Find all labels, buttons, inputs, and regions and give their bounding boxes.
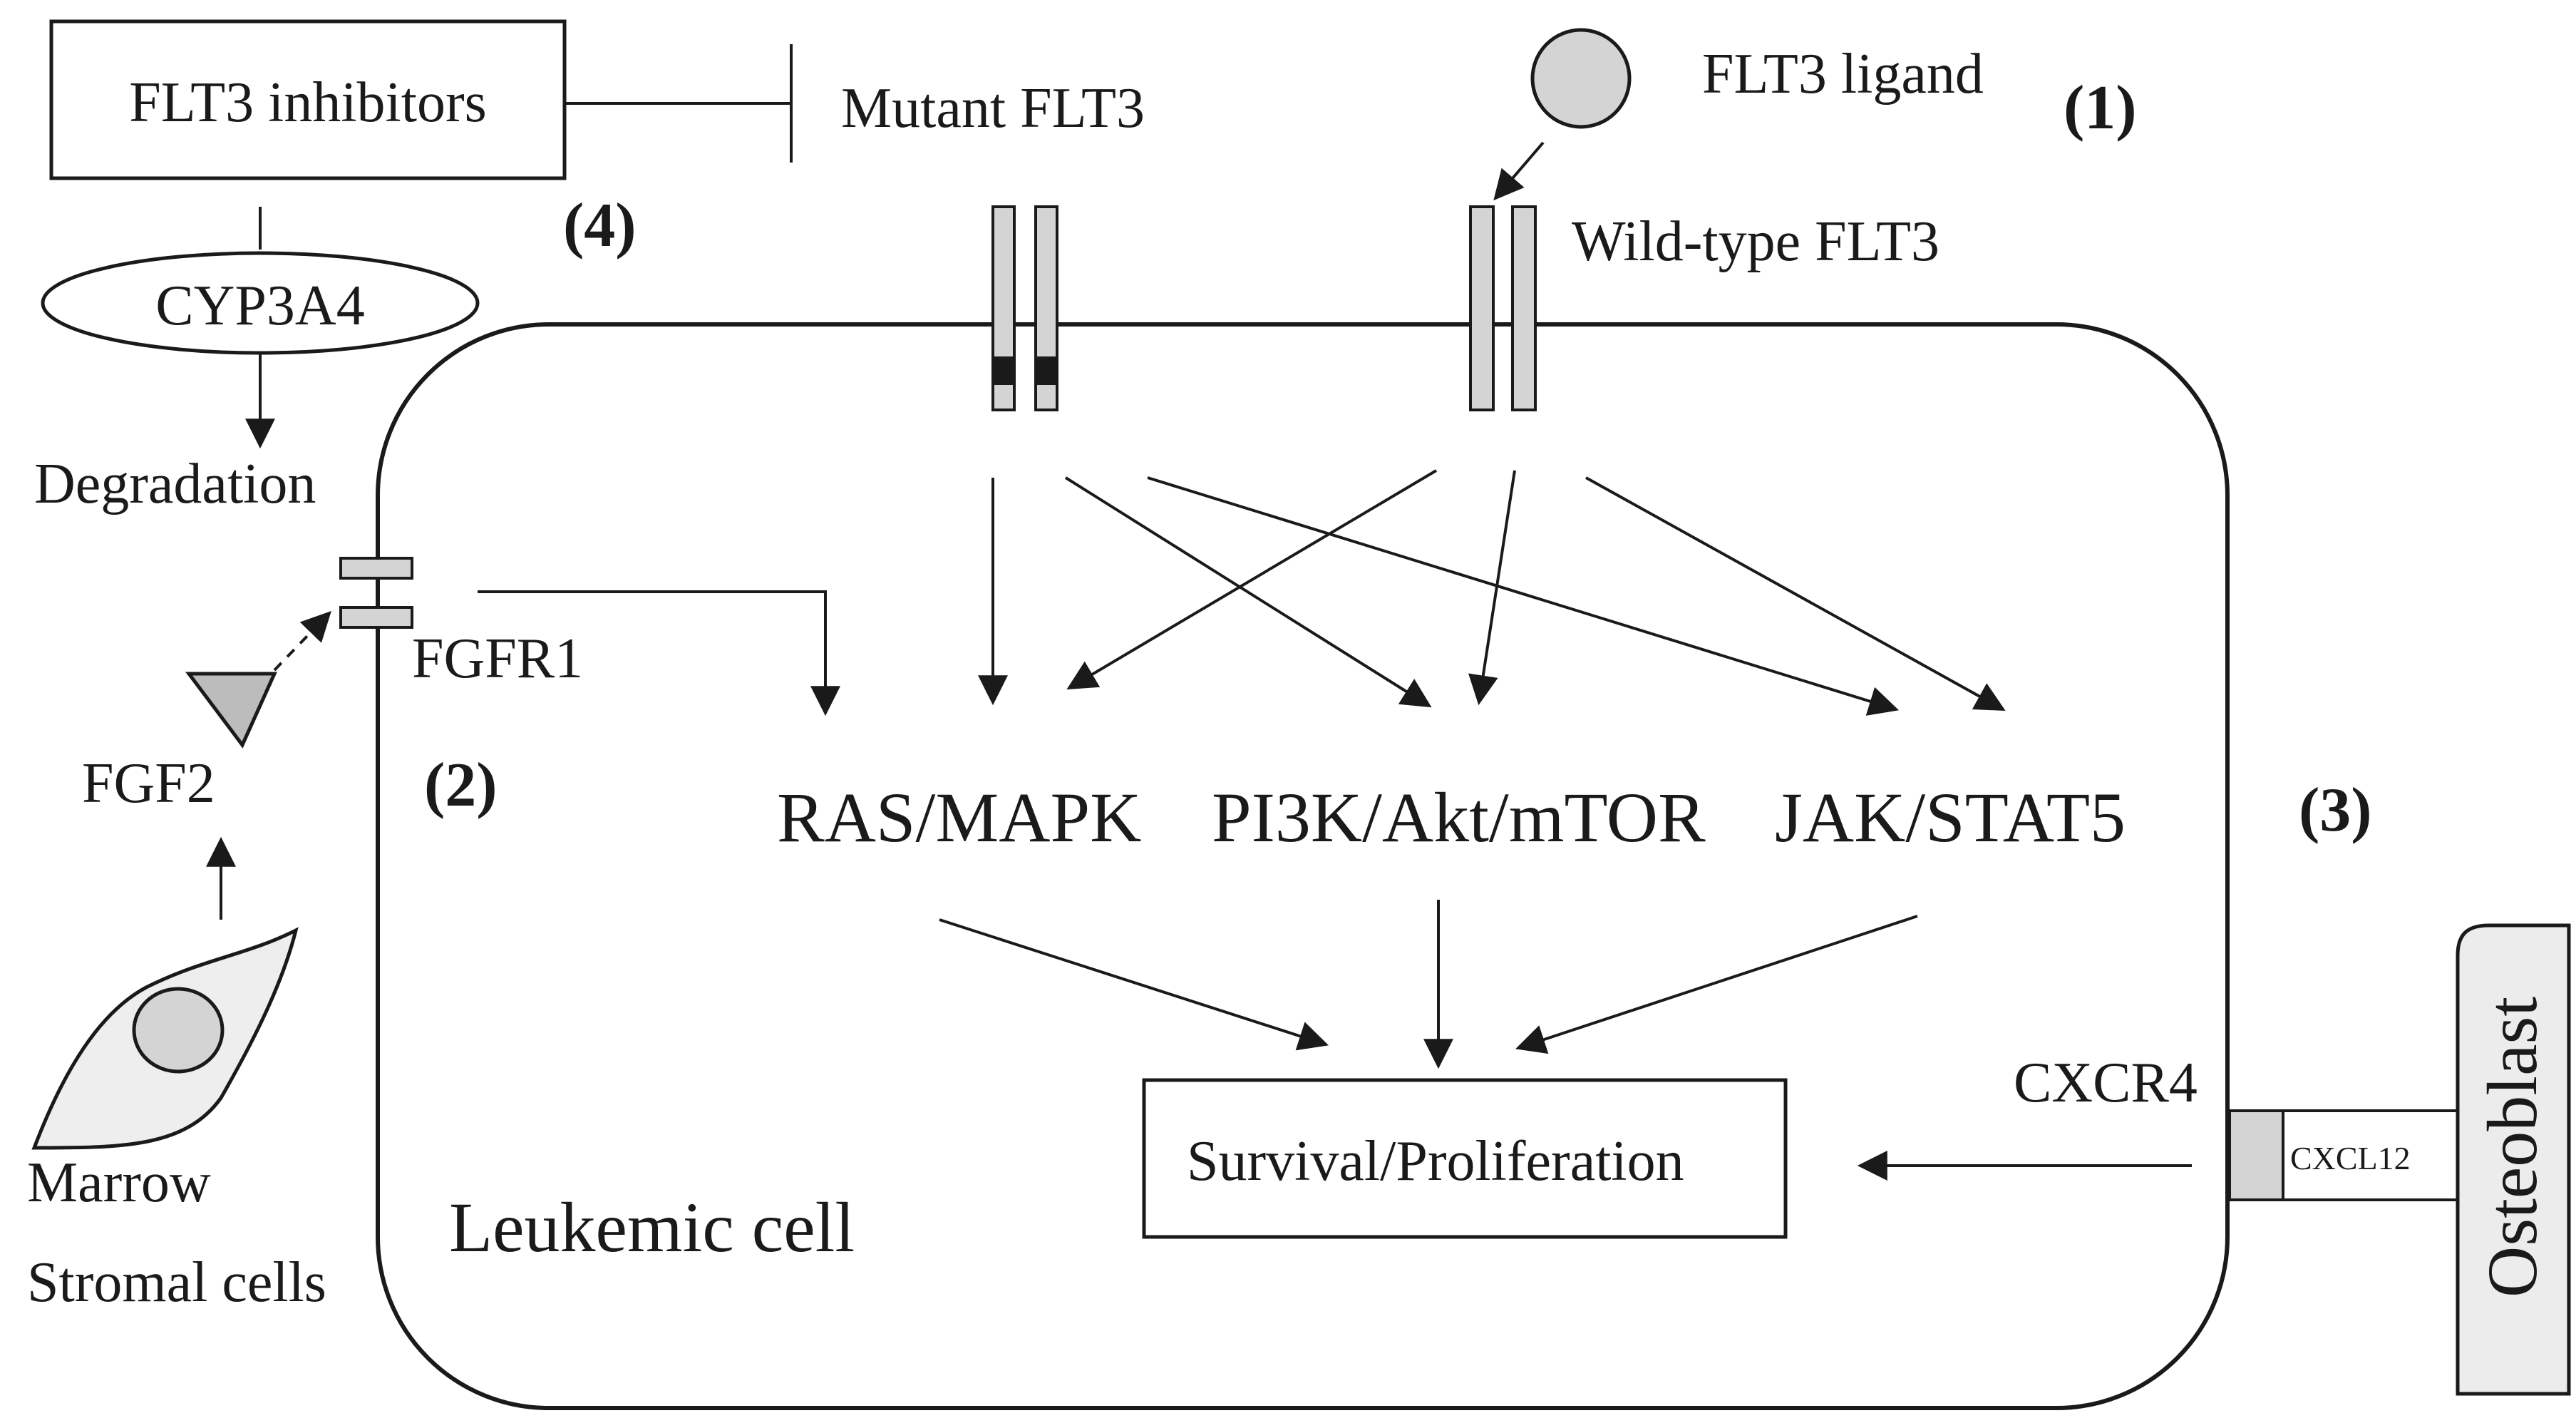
- osteoblast-shape: [2456, 923, 2571, 1396]
- wild-type-flt3-label: Wild-type FLT3: [1572, 210, 1939, 273]
- cxcr4-receptor: [2228, 1109, 2284, 1201]
- mutant-to-pi3k-arrow: [1064, 476, 1432, 708]
- leukemic-cell-membrane: [376, 322, 2230, 1410]
- fgf2-label: FGF2: [82, 752, 215, 815]
- signaling-arrows: [978, 469, 2006, 716]
- stromal-cell-nucleus: [132, 987, 225, 1074]
- wildtype-to-ras-arrow: [1066, 469, 1438, 690]
- pi3k-akt-mtor-label: PI3K/Akt/mTOR: [1212, 778, 1706, 857]
- flt3-inhibitors-label: FLT3 inhibitors: [129, 71, 487, 134]
- mechanism-2-label: (2): [424, 751, 498, 820]
- mechanism-1-label: (1): [2064, 73, 2137, 143]
- fgfr1-to-ras-arrow: [478, 590, 840, 716]
- leukemic-cell-label: Leukemic cell: [449, 1188, 855, 1267]
- fgf2-triangle: [185, 672, 277, 749]
- survival-proliferation-label: Survival/Proliferation: [1187, 1130, 1684, 1193]
- ligand-binding-arrow: [1493, 141, 1545, 201]
- mechanism-3-label: (3): [2299, 776, 2372, 845]
- degradation-label: Degradation: [34, 453, 316, 515]
- mutant-flt3-receptor: [991, 205, 1058, 411]
- mutant-to-jak-arrow: [1147, 476, 1900, 716]
- cyp3a4-label: CYP3A4: [155, 274, 364, 337]
- wild-type-flt3-receptor: [1469, 205, 1537, 411]
- survival-proliferation-box: [1142, 1078, 1788, 1239]
- ras-to-survival-arrow: [939, 918, 1329, 1051]
- mutant-flt3-label: Mutant FLT3: [841, 77, 1145, 140]
- jak-stat5-label: JAK/STAT5: [1775, 778, 2126, 857]
- fgfr1-receptor: [339, 557, 413, 629]
- stromal-cells-label: Stromal cells: [27, 1251, 326, 1314]
- fgf2-binding-arrow: [273, 610, 331, 672]
- flt3-inhibitors-box: [49, 19, 567, 180]
- osteoblast-label: Osteoblast: [2473, 997, 2552, 1298]
- wildtype-to-jak-arrow: [1585, 476, 2006, 712]
- fgfr1-label: FGFR1: [412, 627, 583, 690]
- mechanism-4-label: (4): [563, 191, 637, 260]
- ras-mapk-label: RAS/MAPK: [777, 778, 1141, 857]
- cxcl12-label: CXCL12: [2290, 1140, 2411, 1176]
- jak-to-survival-arrow: [1515, 915, 1918, 1054]
- marrow-label: Marrow: [27, 1151, 211, 1214]
- flt3-ligand-circle: [1530, 28, 1632, 129]
- flt3-ligand-label: FLT3 ligand: [1702, 43, 1984, 106]
- cxcr4-label: CXCR4: [2014, 1052, 2198, 1114]
- outcome-arrows: [939, 900, 1918, 1069]
- wildtype-to-pi3k-arrow: [1468, 470, 1516, 706]
